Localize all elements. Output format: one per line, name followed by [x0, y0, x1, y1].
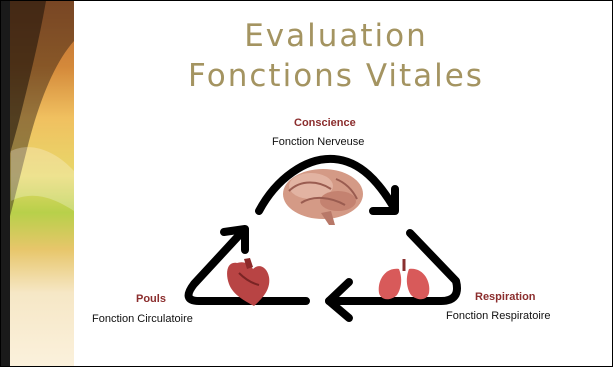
lungs-icon [378, 259, 430, 300]
side-image-shapes [1, 1, 74, 251]
respiration-label: Respiration [475, 291, 536, 303]
side-dark-strip [1, 1, 10, 366]
arrow-bottom-left [184, 225, 310, 305]
fonction-nerveuse-label: Fonction Nerveuse [272, 136, 365, 148]
fonction-respiratoire-label: Fonction Respiratoire [446, 310, 551, 322]
brain-icon [283, 169, 363, 225]
decorative-side-image [1, 1, 74, 366]
slide-title-line2: Fonctions Vitales [188, 58, 484, 94]
conscience-label: Conscience [294, 117, 356, 129]
heart-icon [227, 258, 270, 306]
arrow-right-bottom [325, 229, 461, 322]
slide-title-line1: Evaluation [244, 18, 428, 54]
fonction-circulatoire-label: Fonction Circulatoire [92, 313, 193, 325]
arrow-top-right [255, 154, 399, 215]
pouls-label: Pouls [136, 293, 166, 305]
